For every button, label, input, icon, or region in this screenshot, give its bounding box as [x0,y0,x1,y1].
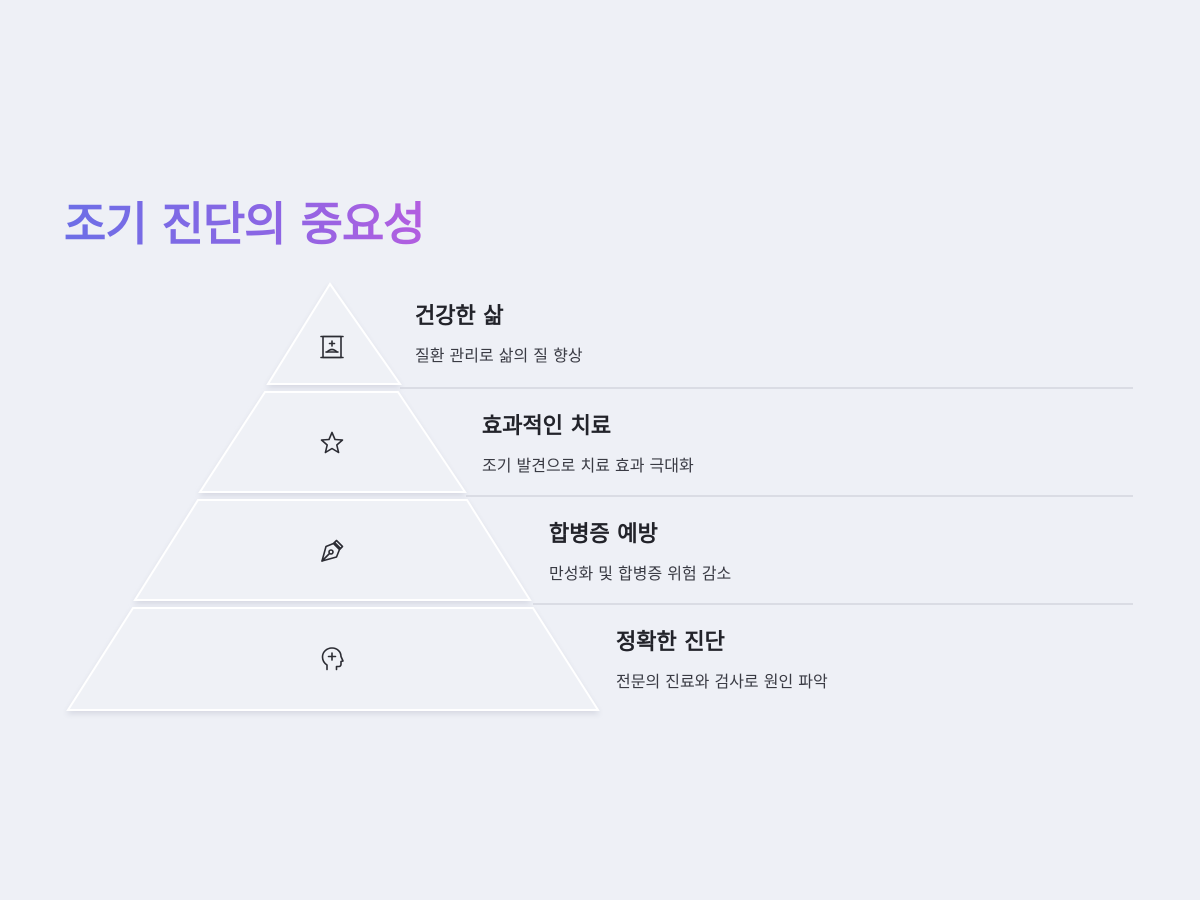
pyramid-tier-2 [198,391,467,493]
level-4-title: 정확한 진단 [616,630,725,655]
pyramid-tier-4 [66,607,600,711]
level-2-description: 조기 발견으로 치료 효과 극대화 [482,456,694,475]
level-1-title: 건강한 삶 [415,304,504,329]
level-2-title: 효과적인 치료 [482,414,612,439]
pen-nib-icon [318,537,346,565]
pyramid-tier-1 [266,282,402,385]
level-1-description: 질환 관리로 삶의 질 향상 [415,346,583,365]
head-medical-cross-icon [318,645,346,673]
page-title: 조기 진단의 중요성 [64,188,426,254]
level-3-title: 합병증 예방 [549,522,658,547]
hospital-building-icon [318,333,346,361]
level-4-description: 전문의 진료와 검사로 원인 파악 [616,672,828,691]
star-icon [318,429,346,457]
level-3-description: 만성화 및 합병증 위험 감소 [549,564,732,583]
